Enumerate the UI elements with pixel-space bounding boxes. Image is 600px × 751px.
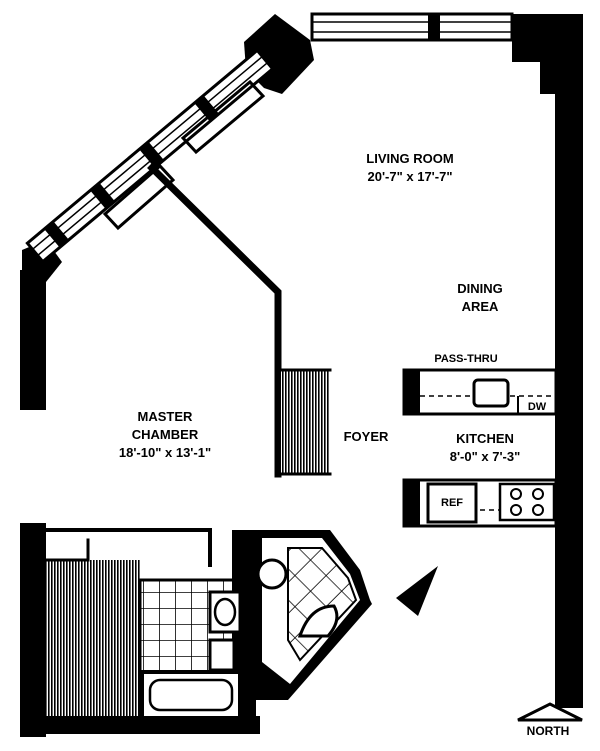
- master-chamber-size: 18'-10" x 13'-1": [118, 445, 212, 460]
- window-top: [310, 12, 514, 42]
- entry-door: [396, 566, 438, 616]
- bathroom: [138, 530, 256, 722]
- living-room-size: 20'-7" x 17'-7": [367, 169, 453, 184]
- radiator-enclosures: [102, 79, 266, 231]
- interior-walls: [44, 163, 332, 716]
- dining-area-name-line1: DINING: [457, 281, 503, 296]
- kitchen-label: KITCHEN 8'-0" x 7'-3": [430, 430, 540, 466]
- living-room-label: LIVING ROOM 20'-7" x 17'-7": [340, 150, 480, 186]
- north-label: NORTH: [526, 724, 570, 738]
- foyer-label: FOYER: [343, 429, 389, 444]
- refrigerator-label: REF: [441, 497, 463, 509]
- dining-area-label: DINING AREA: [440, 280, 520, 316]
- kitchen-name: KITCHEN: [456, 431, 514, 446]
- master-chamber-name-line2: CHAMBER: [131, 427, 199, 442]
- living-room-name: LIVING ROOM: [366, 151, 454, 166]
- dishwasher-label: DW: [527, 401, 547, 413]
- master-chamber-name-line1: MASTER: [137, 409, 193, 424]
- dining-area-name-line2: AREA: [461, 299, 499, 314]
- kitchen-size: 8'-0" x 7'-3": [449, 449, 521, 464]
- master-chamber-label: MASTER CHAMBER 18'-10" x 13'-1": [95, 408, 235, 462]
- kitchen-counters: [402, 368, 558, 528]
- north-arrow: [517, 702, 583, 722]
- powder-room: [256, 530, 372, 700]
- pass-thru-label: PASS-THRU: [434, 353, 498, 365]
- window-diagonal: [25, 48, 275, 264]
